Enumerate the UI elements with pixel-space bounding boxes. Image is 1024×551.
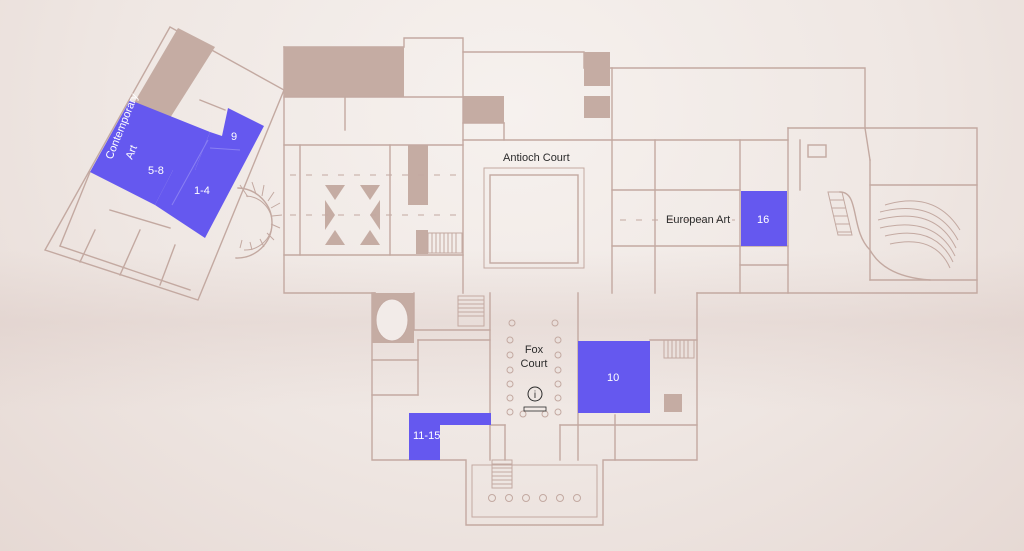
fox-court-label-2: Court: [521, 358, 548, 370]
wall: [159, 244, 176, 286]
wall: [864, 127, 871, 161]
info-icon-glyph: i: [534, 390, 536, 401]
antioch-court-outline: [483, 167, 585, 269]
stairs: [427, 232, 463, 254]
portico-columns: [488, 494, 581, 502]
gallery-9-label: 9: [231, 131, 237, 143]
wall: [199, 99, 226, 111]
contemporary-art-label-2: Art: [124, 144, 140, 162]
solid-block: [416, 230, 428, 254]
curved-wall: [839, 191, 931, 281]
stairs: [491, 459, 513, 489]
info-desk: [523, 406, 547, 412]
wall: [109, 209, 171, 229]
gallery-11-15-label: 11-15: [413, 430, 440, 442]
oval-feature: [375, 298, 409, 342]
gallery-11-15[interactable]: [409, 413, 491, 460]
rotunda-steps: [239, 181, 283, 251]
wall: [79, 229, 96, 263]
lower-building: i 10 11-15 Fox Court: [371, 292, 698, 526]
gallery-5-8-label: 5-8: [148, 165, 164, 177]
column-shape: [325, 185, 345, 200]
contemporary-wing: Contemporary Art 5-8 1-4 9: [43, 26, 285, 301]
wall: [119, 229, 141, 276]
solid-block: [284, 47, 404, 97]
stairs: [457, 295, 485, 327]
info-icon[interactable]: [527, 386, 543, 402]
rotunda-outer: [235, 187, 273, 259]
wall: [59, 245, 191, 291]
gallery-1-4-label: 1-4: [194, 185, 210, 197]
antioch-court-label: Antioch Court: [503, 152, 570, 164]
main-outline-left: [283, 46, 376, 294]
solid-block: [463, 96, 504, 123]
gallery-5-8[interactable]: [90, 100, 210, 205]
gallery-divider: [209, 147, 241, 151]
gallery-16[interactable]: [741, 191, 787, 246]
contemporary-wing-outline: [43, 26, 285, 301]
solid-block-wing: [134, 28, 215, 118]
lower-outline: [371, 292, 698, 526]
fox-court-label: Fox: [525, 344, 544, 356]
rotunda-inner: [243, 195, 273, 251]
auditorium-seating: [877, 200, 961, 269]
gallery-divider: [171, 139, 209, 206]
gallery-1-4[interactable]: [155, 108, 264, 238]
antioch-court-square: [489, 174, 579, 264]
door-gaps: [290, 174, 735, 221]
stairs: [663, 339, 695, 359]
portico-outline: [471, 464, 598, 518]
solid-block: [584, 52, 610, 86]
solid-block: [584, 96, 610, 118]
gallery-16-label: 16: [757, 214, 769, 226]
stairs: [827, 191, 853, 236]
european-art-label: European Art: [666, 214, 730, 226]
fox-court-columns: [506, 319, 562, 418]
column-shape: [325, 200, 335, 230]
gallery-10-label: 10: [607, 372, 619, 384]
column-shape: [360, 185, 380, 200]
wall: [59, 171, 91, 247]
gallery-10[interactable]: [578, 341, 650, 413]
small-room: [807, 144, 827, 158]
column-shape: [325, 230, 345, 245]
main-building: 16 Antioch Court European Art: [283, 37, 978, 294]
solid-block: [664, 394, 682, 412]
column-shape: [360, 230, 380, 245]
